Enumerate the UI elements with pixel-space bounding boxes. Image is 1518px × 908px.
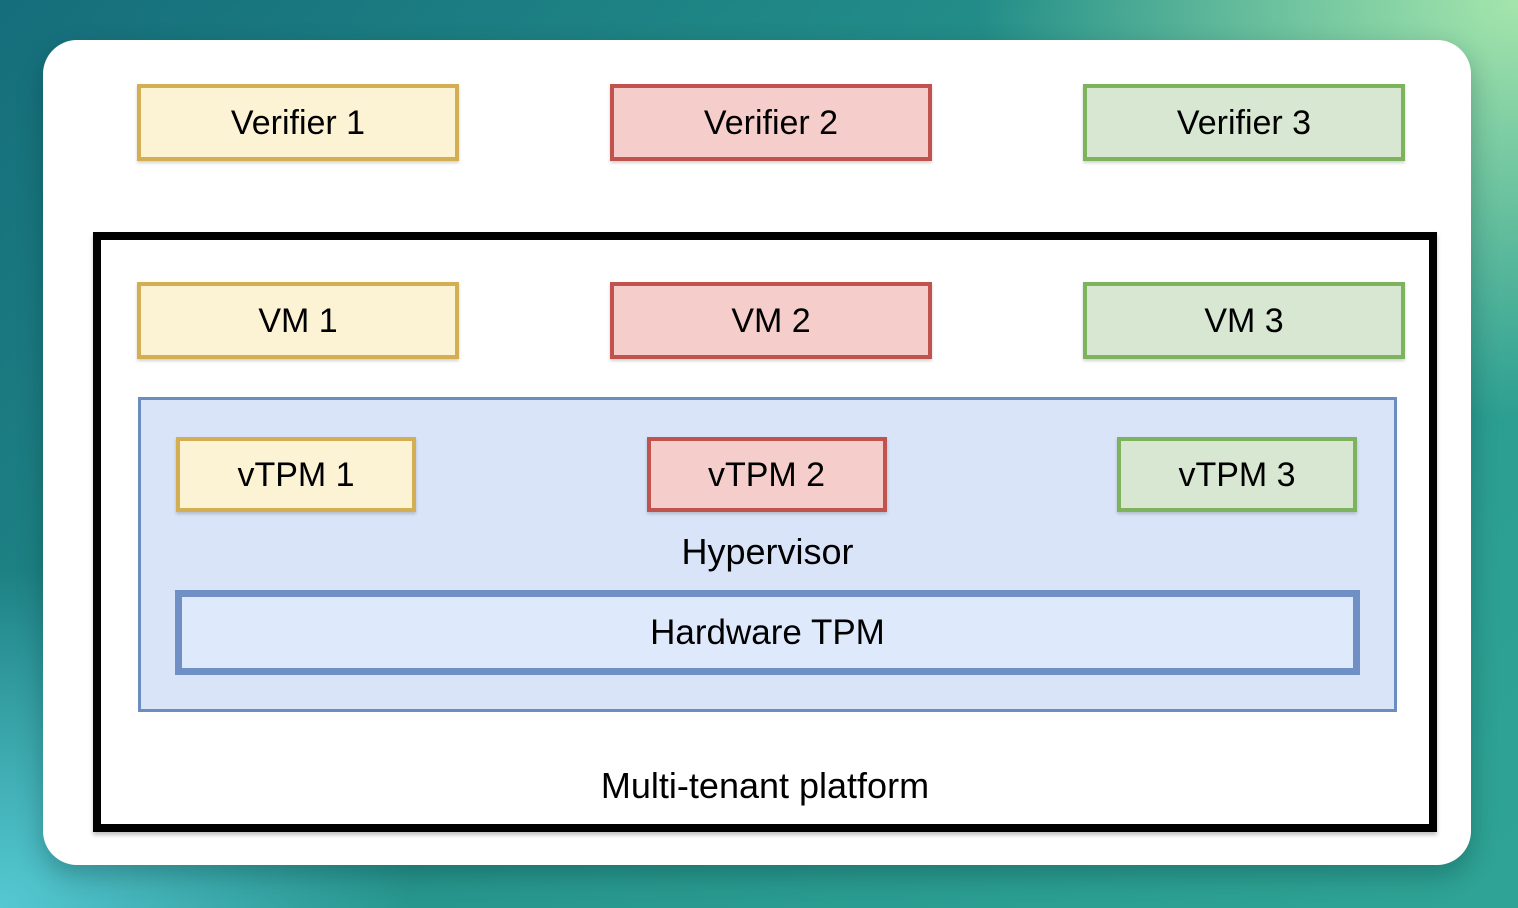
verifier-row: Verifier 1 Verifier 2 Verifier 3 [43,84,1471,161]
vtpm-1-label: vTPM 1 [237,455,355,494]
multi-tenant-platform-label: Multi-tenant platform [600,765,930,806]
vtpm-2-box: vTPM 2 [646,437,887,512]
vtpm-3-label: vTPM 3 [1178,455,1296,494]
multi-tenant-platform-box: VM 1 VM 2 VM 3 vTPM 1 vTPM 2 [93,232,1437,832]
hypervisor-box: vTPM 1 vTPM 2 vTPM 3 Hypervisor Hardware… [138,397,1397,712]
verifier-2-label: Verifier 2 [703,103,839,142]
vtpm-3-box: vTPM 3 [1117,437,1357,512]
verifier-2-box: Verifier 2 [610,84,932,161]
vtpm-row: vTPM 1 vTPM 2 vTPM 3 [141,437,1394,512]
verifier-1-label: Verifier 1 [230,103,366,142]
vtpm-1-box: vTPM 1 [176,437,416,512]
vm-2-label: VM 2 [731,301,811,340]
vm-3-label: VM 3 [1204,301,1284,340]
vm-1-label: VM 1 [258,301,338,340]
hardware-tpm-label: Hardware TPM [650,612,885,652]
vtpm-2-label: vTPM 2 [707,455,826,494]
diagram-card: Verifier 1 Verifier 2 Verifier 3 VM 1 VM… [43,40,1471,865]
hypervisor-label: Hypervisor [681,531,854,572]
vm-2-box: VM 2 [610,282,932,359]
verifier-3-label: Verifier 3 [1176,103,1312,142]
verifier-1-box: Verifier 1 [137,84,459,161]
verifier-3-box: Verifier 3 [1083,84,1405,161]
vm-1-box: VM 1 [137,282,459,359]
vm-3-box: VM 3 [1083,282,1405,359]
vm-row: VM 1 VM 2 VM 3 [101,282,1429,359]
hardware-tpm-box: Hardware TPM [175,590,1360,675]
